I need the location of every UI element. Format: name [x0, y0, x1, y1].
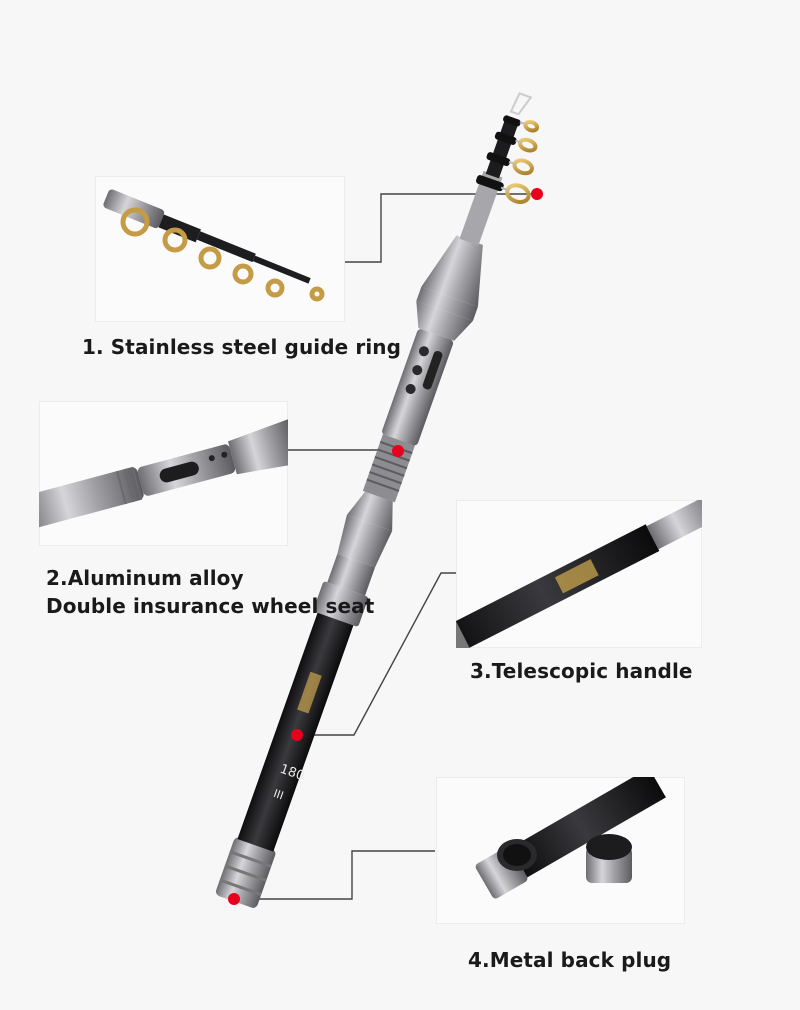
wheel-seat-photo	[39, 401, 288, 546]
telescopic-handle-photo	[456, 500, 702, 648]
feature-label-wheel-seat-2: Double insurance wheel seat	[46, 594, 375, 618]
marker-handle	[291, 729, 303, 741]
back-plug-photo	[436, 777, 685, 924]
feature-label-back-plug: 4.Metal back plug	[468, 948, 672, 972]
marker-wheel-seat	[392, 445, 404, 457]
guide-ring-photo	[95, 176, 345, 322]
feature-markers	[228, 188, 543, 905]
marker-guide-ring	[531, 188, 543, 200]
feature-label-guide-ring: 1. Stainless steel guide ring	[82, 335, 402, 359]
feature-label-handle: 3.Telescopic handle	[470, 659, 693, 683]
rod-stripes-marking: III	[272, 787, 286, 803]
leader-lines	[234, 193, 537, 900]
feature-label-wheel-seat-1: 2.Aluminum alloy	[46, 566, 244, 590]
marker-back-plug	[228, 893, 240, 905]
